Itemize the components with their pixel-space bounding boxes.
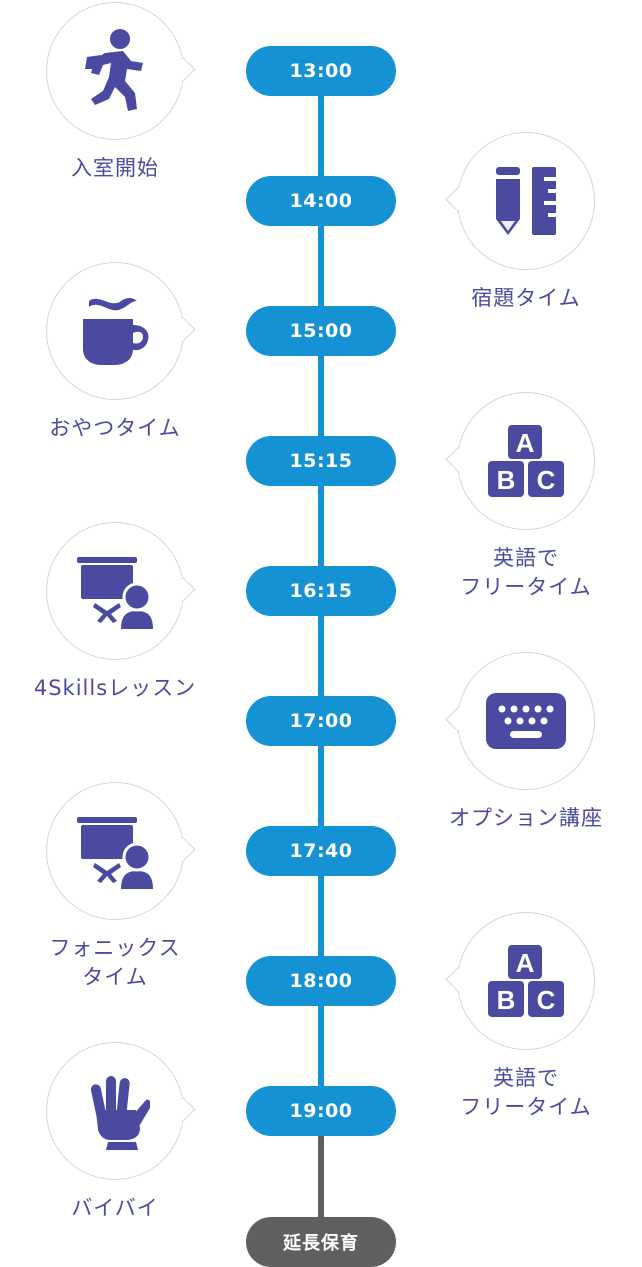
event-bubble	[46, 1042, 196, 1180]
waving-hand-icon	[47, 1043, 183, 1179]
event-bubble	[46, 2, 196, 140]
event-label: フォニックス タイム	[49, 936, 181, 989]
timeline-extension-line	[318, 1110, 324, 1245]
time-pill: 15:00	[246, 306, 396, 356]
coffee-cup-icon	[47, 263, 183, 399]
event-label: 宿題タイム	[471, 286, 581, 310]
time-pill: 17:00	[246, 696, 396, 746]
svg-text:A: A	[516, 948, 535, 978]
event-label: 入室開始	[71, 156, 159, 180]
event-label: おやつタイム	[49, 416, 181, 440]
time-pill: 19:00	[246, 1086, 396, 1136]
svg-text:C: C	[537, 465, 556, 495]
event-label: オプション講座	[449, 806, 603, 830]
event-label: 英語で フリータイム	[460, 546, 592, 599]
svg-text:C: C	[537, 985, 556, 1015]
presentation-icon	[47, 523, 183, 659]
svg-text:B: B	[497, 465, 516, 495]
time-pill: 18:00	[246, 956, 396, 1006]
svg-text:A: A	[516, 428, 535, 458]
event-label: バイバイ	[71, 1196, 159, 1220]
extended-care-pill: 延長保育	[246, 1217, 396, 1267]
presentation-icon	[47, 783, 183, 919]
event-bubble	[46, 782, 196, 920]
event-bubble	[46, 262, 196, 400]
time-pill: 14:00	[246, 176, 396, 226]
running-person-icon	[47, 3, 183, 139]
time-pill: 15:15	[246, 436, 396, 486]
pencil-ruler-icon	[458, 133, 594, 269]
event-bubble	[445, 132, 595, 270]
svg-text:B: B	[497, 985, 516, 1015]
event-label: 4Skillsレッスン	[33, 676, 197, 700]
keyboard-icon	[458, 653, 594, 789]
event-label: 英語で フリータイム	[460, 1066, 592, 1119]
event-bubble	[46, 522, 196, 660]
time-pill: 16:15	[246, 566, 396, 616]
event-bubble	[445, 652, 595, 790]
time-pill: 13:00	[246, 46, 396, 96]
time-pill: 17:40	[246, 826, 396, 876]
